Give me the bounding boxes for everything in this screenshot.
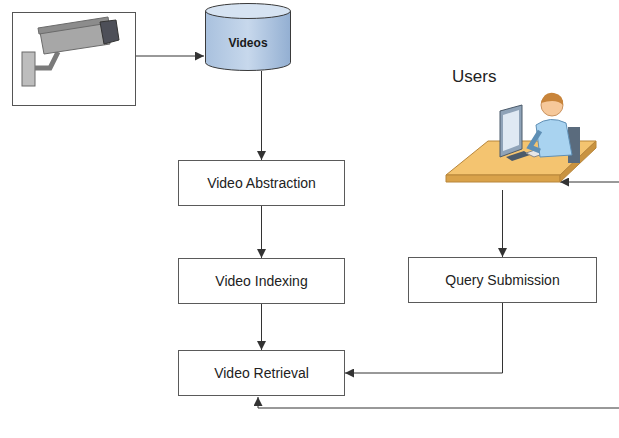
process-box: Video Retrieval (178, 350, 345, 396)
node-label: Videos (228, 36, 267, 50)
process-box: Video Indexing (178, 258, 345, 304)
node-label: Video Abstraction (207, 175, 316, 191)
node-label: Video Retrieval (214, 365, 309, 381)
node-label: Users (452, 67, 496, 87)
feedback-line (258, 397, 619, 408)
connector-arrow (261, 71, 262, 160)
process-box: Video Abstraction (178, 160, 345, 206)
node-label: Video Indexing (215, 273, 307, 289)
connector-arrow (502, 190, 503, 257)
storage-cylinder: Videos (205, 3, 291, 71)
feedback-arrow (560, 182, 619, 183)
user-icon: Users (440, 65, 600, 190)
node-label: Query Submission (445, 272, 559, 288)
process-box: Query Submission (408, 257, 597, 303)
camera-arrow (136, 56, 204, 57)
connector-arrow (345, 303, 503, 373)
connector-arrow (261, 206, 262, 258)
camera-illustration (13, 13, 136, 106)
connector-arrow (261, 304, 262, 350)
